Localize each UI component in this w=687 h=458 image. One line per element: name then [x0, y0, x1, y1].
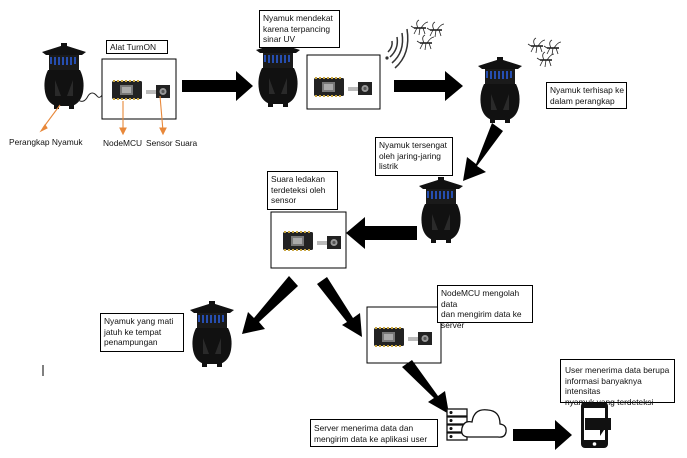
- mosquito-icon: [410, 19, 445, 51]
- server-menerima-line: Server menerima data dan: [314, 423, 414, 433]
- arrow-4: [346, 217, 417, 249]
- arrow-8: [513, 420, 572, 450]
- nyamuk-mendekat-line: karena terpancing: [263, 23, 331, 34]
- sensor-suara-label: Sensor Suara: [146, 138, 198, 148]
- suara-ledakan-line: Suara ledakan: [271, 174, 326, 184]
- nyamuk-terhisap-box: Nyamuk terhisap ke dalam perangkap: [546, 82, 627, 109]
- nodemcu-label: NodeMCU: [103, 138, 143, 148]
- user-menerima-line: informasi banyaknya intensitas: [565, 375, 642, 397]
- perangkap-nyamuk-label: Perangkap Nyamuk: [9, 137, 83, 147]
- arrow-1: [182, 71, 253, 101]
- arrow-7: [402, 360, 449, 414]
- trap-2: [255, 40, 301, 108]
- user-menerima-line: nyamuk yang terdeteksi: [565, 396, 654, 407]
- arrow-6: [317, 277, 362, 337]
- alat-turnon-label: Alat TurnON: [106, 40, 168, 54]
- nodemcu-mengolah-box: NodeMCU mengolah data dan mengirim data …: [437, 285, 533, 330]
- suara-ledakan-line: terdeteksi oleh: [271, 184, 326, 195]
- trap-1: [41, 42, 87, 110]
- nyamuk-mati-line: jatuh ke tempat: [104, 326, 162, 337]
- nodemcu-mengolah-line: dan mengirim data ke: [441, 309, 522, 319]
- trap-4: [418, 176, 464, 244]
- cloud-icon: [461, 409, 507, 438]
- trap-5: [189, 300, 235, 368]
- arrow-5: [242, 276, 298, 334]
- arrow-2: [394, 71, 463, 101]
- nyamuk-mendekat-line: sinar UV: [263, 34, 296, 44]
- nodemcu-mengolah-line: server: [441, 319, 465, 330]
- nyamuk-mati-box: Nyamuk yang mati jatuh ke tempat penampu…: [100, 313, 184, 352]
- arrow-3: [463, 123, 503, 181]
- pointer-lines: [39, 95, 167, 136]
- nyamuk-mati-line: Nyamuk yang mati: [104, 316, 174, 326]
- nyamuk-tersengat-line: Nyamuk tersengat: [379, 140, 447, 150]
- signal-waves-icon: [385, 28, 409, 69]
- suara-ledakan-box: Suara ledakan terdeteksi oleh sensor: [267, 171, 338, 210]
- server-menerima-box: Server menerima data dan mengirim data k…: [310, 419, 438, 447]
- nyamuk-tersengat-line: oleh jaring-jaring: [379, 150, 441, 161]
- cable: [77, 91, 105, 102]
- suara-ledakan-line: sensor: [271, 195, 297, 205]
- server-menerima-line: mengirim data ke aplikasi user: [314, 433, 428, 444]
- trap-3: [477, 56, 523, 124]
- user-menerima-box: User menerima data berupa informasi bany…: [560, 359, 675, 407]
- nyamuk-tersengat-box: Nyamuk tersengat oleh jaring-jaring list…: [375, 137, 453, 176]
- nyamuk-mendekat-box: Nyamuk mendekat karena terpancing sinar …: [259, 10, 340, 48]
- nyamuk-mendekat-line: Nyamuk mendekat: [263, 13, 333, 23]
- nyamuk-terhisap-line: dalam perangkap: [550, 95, 615, 106]
- mosquito-icon: [527, 37, 562, 68]
- smartphone-icon: [581, 402, 611, 448]
- nyamuk-tersengat-line: listrik: [379, 161, 399, 171]
- nyamuk-mati-line: penampungan: [104, 337, 158, 347]
- nodemcu-mengolah-line: NodeMCU mengolah data: [441, 288, 520, 309]
- user-menerima-line: User menerima data berupa: [565, 365, 670, 375]
- nyamuk-terhisap-line: Nyamuk terhisap ke: [550, 85, 625, 95]
